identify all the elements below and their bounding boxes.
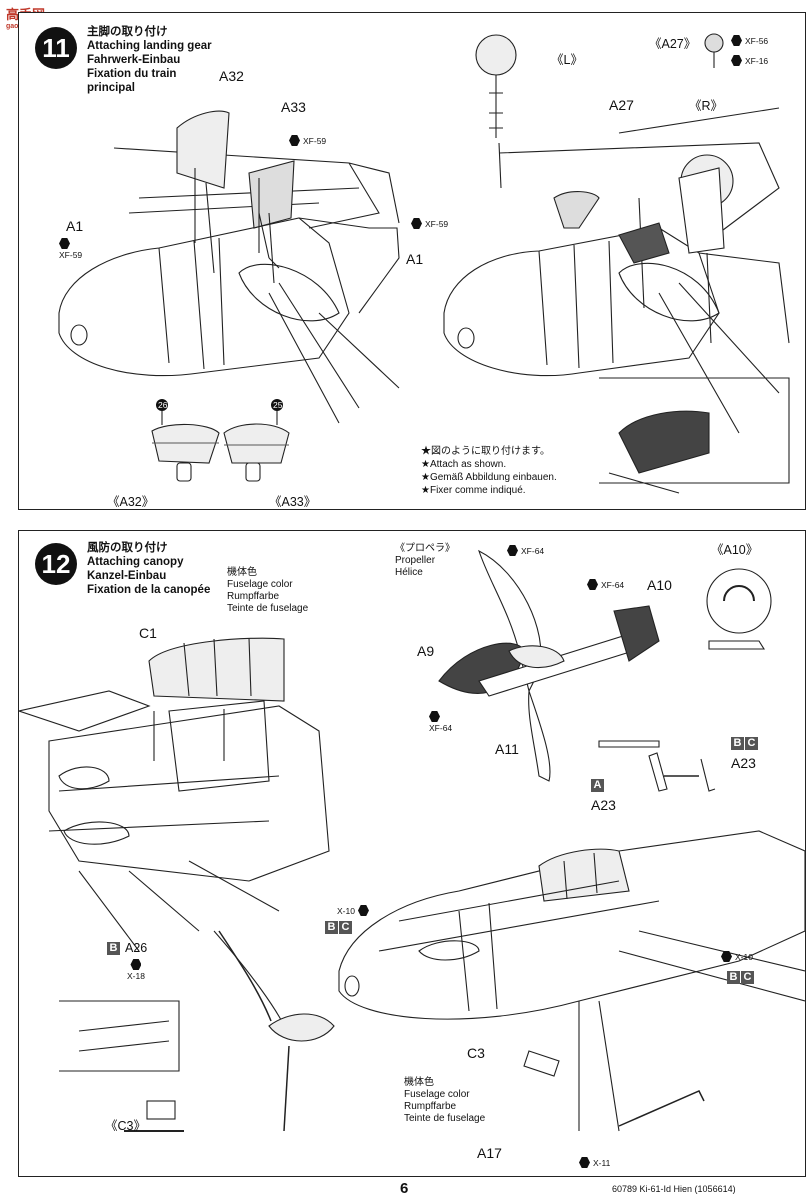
part-label-a10: A10 bbox=[647, 577, 672, 593]
paint-callout: XF-59 bbox=[289, 135, 326, 146]
detail-label-a27: 《A27》 bbox=[649, 37, 697, 51]
paint-hex-icon bbox=[357, 905, 369, 916]
step-number-badge: 11 bbox=[35, 27, 77, 69]
version-box-b: B bbox=[107, 941, 120, 955]
detail-label-a33: 《A33》 bbox=[269, 495, 317, 509]
paint-callout: XF-56 bbox=[731, 35, 768, 46]
paint-callout: X-11 bbox=[579, 1157, 610, 1168]
paint-hex-icon bbox=[731, 55, 742, 66]
version-box-c: C bbox=[745, 737, 758, 750]
paint-hex-icon bbox=[130, 959, 142, 970]
version-boxes: A bbox=[591, 779, 605, 792]
version-box-c: C bbox=[339, 921, 352, 934]
footer-code: 60789 Ki-61-Id Hien (1056614) bbox=[612, 1184, 736, 1194]
paint-hex-icon bbox=[411, 218, 422, 229]
paint-hex-icon bbox=[289, 135, 300, 146]
paint-hex-icon bbox=[721, 951, 732, 962]
paint-callout: X-10 bbox=[337, 905, 369, 916]
version-box-b: B bbox=[727, 971, 740, 984]
paint-callout: XF-64 bbox=[429, 711, 452, 733]
version-box-c: C bbox=[741, 971, 754, 984]
part-label-a32: A32 bbox=[219, 68, 244, 84]
detail-label-c3: 《C3》 bbox=[105, 1119, 146, 1133]
paint-callout: XF-64 bbox=[507, 545, 544, 556]
paint-note-fuselage: 機体色 Fuselage color Rumpffarbe Teinte de … bbox=[227, 567, 309, 614]
paint-hex-icon bbox=[579, 1157, 590, 1168]
part-label-a1: A1 bbox=[406, 251, 424, 267]
part-label-a1: A1 bbox=[66, 218, 84, 234]
propeller-heading: 《プロペラ》 Propeller Hélice bbox=[395, 543, 455, 578]
paint-callout: XF-59 bbox=[411, 218, 448, 229]
paint-hex-icon bbox=[59, 238, 70, 249]
paint-callout: XF-59 bbox=[59, 238, 82, 260]
paint-callout: XF-64 bbox=[587, 579, 624, 590]
step-title: 風防の取り付け Attaching canopy Kanzel-Einbau F… bbox=[87, 542, 211, 596]
paint-note-fuselage: 機体色 Fuselage color Rumpffarbe Teinte de … bbox=[404, 1077, 486, 1124]
detail-label-a32: 《A32》 bbox=[107, 495, 155, 509]
paint-callout: X-18 bbox=[127, 959, 145, 981]
version-box-b: B bbox=[731, 737, 744, 750]
part-label-right: 《R》 bbox=[689, 99, 724, 113]
paint-hex-icon bbox=[429, 711, 440, 722]
assembly-note: ★図のように取り付けます。 ★Attach as shown. ★Gemäß A… bbox=[421, 446, 557, 496]
paint-hex-icon bbox=[731, 35, 742, 46]
step-11-illustration bbox=[58, 33, 790, 494]
part-label-c3: C3 bbox=[467, 1045, 485, 1061]
step-11-panel: 11 主脚の取り付け Attaching landing gear Fahrwe… bbox=[18, 12, 806, 510]
part-label-a23: A23 bbox=[731, 755, 756, 771]
part-label-a27: A27 bbox=[609, 97, 634, 113]
paint-callout: X-10 bbox=[721, 951, 753, 962]
step-12-illustration bbox=[19, 549, 805, 1132]
part-label-a9: A9 bbox=[417, 643, 435, 659]
step-ref-25: 25 bbox=[273, 400, 283, 410]
part-label-a11: A11 bbox=[495, 741, 519, 757]
part-label-c1: C1 bbox=[139, 625, 157, 641]
step-12-panel: 12 風防の取り付け Attaching canopy Kanzel-Einba… bbox=[18, 530, 806, 1177]
paint-callout: XF-16 bbox=[731, 55, 768, 66]
step-title: 主脚の取り付け Attaching landing gear Fahrwerk-… bbox=[87, 26, 212, 94]
detail-label-a10: 《A10》 bbox=[711, 543, 759, 557]
paint-hex-icon bbox=[507, 545, 518, 556]
page-number: 6 bbox=[400, 1180, 409, 1197]
part-label-a17: A17 bbox=[477, 1145, 502, 1161]
part-label-a33: A33 bbox=[281, 99, 306, 115]
step-ref-26: 26 bbox=[158, 400, 168, 410]
part-label-left: 《L》 bbox=[551, 53, 583, 67]
step-number-badge: 12 bbox=[35, 543, 77, 585]
part-label-a23: A23 bbox=[591, 797, 616, 813]
version-box-a: A bbox=[591, 779, 604, 792]
paint-hex-icon bbox=[587, 579, 598, 590]
version-box-b: B bbox=[325, 921, 338, 934]
